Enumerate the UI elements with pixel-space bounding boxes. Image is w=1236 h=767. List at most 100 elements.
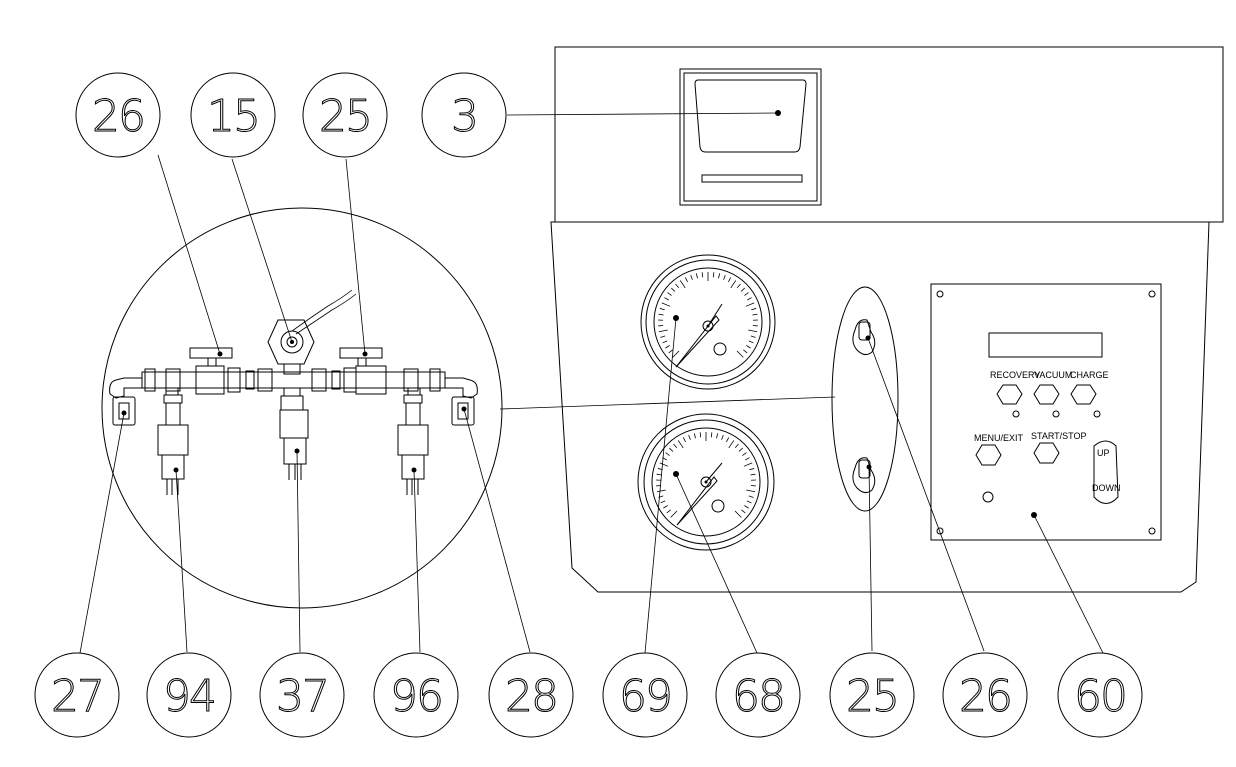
gauge-tick	[744, 292, 749, 296]
svg-text:3: 3	[451, 91, 477, 142]
up-down-rocker[interactable]	[1093, 440, 1119, 504]
gauge-tick	[743, 349, 748, 354]
svg-text:27: 27	[51, 671, 103, 722]
down-label: DOWN	[1092, 483, 1121, 493]
status-led	[982, 491, 994, 503]
gauge-tick	[665, 452, 670, 456]
display-screen	[679, 68, 822, 206]
vacuum-led	[1052, 410, 1060, 418]
gauge-tick	[659, 462, 669, 467]
gauge-tick	[669, 447, 674, 452]
gauge-tick	[736, 283, 741, 289]
lower-pressure-gauge	[637, 413, 775, 551]
charge-label: CHARGE	[1070, 370, 1109, 380]
gauge-tick	[749, 468, 755, 471]
control-panel: RECOVERY VACUUM CHARGE MENU/EXIT START/S…	[930, 283, 1162, 541]
gauge-tick	[660, 335, 666, 338]
start-stop-label: START/STOP	[1031, 431, 1087, 441]
gauge-tick	[743, 462, 753, 467]
charge-led	[1093, 410, 1101, 418]
callout-27: 27	[34, 652, 120, 738]
gauge-tick	[673, 443, 678, 449]
svg-text:25: 25	[319, 91, 371, 142]
gauge-tick	[746, 489, 756, 493]
gauge-tick	[740, 287, 745, 292]
gauge-tick	[670, 510, 678, 518]
callout-26-top: 26	[75, 72, 161, 158]
upper-valve-knob	[852, 319, 876, 356]
gauge-tick	[746, 345, 751, 349]
callout-96: 96	[373, 652, 459, 738]
gauge-tick	[734, 510, 742, 518]
gauge-tick	[746, 500, 752, 504]
gauge-tick	[679, 280, 686, 289]
gauge-tick	[736, 350, 744, 358]
gauge-tick	[723, 274, 726, 280]
gauge-tick	[728, 277, 732, 283]
gauge-tick	[716, 433, 719, 439]
svg-text:60: 60	[1074, 671, 1126, 722]
recovery-led	[1012, 410, 1020, 418]
manifold-detail	[101, 207, 503, 609]
callout-28: 28	[488, 652, 574, 738]
callout-68: 68	[715, 652, 801, 738]
gauge-tick	[660, 500, 666, 504]
callout-25-bottom: 25	[829, 652, 915, 738]
svg-text:94: 94	[163, 671, 215, 722]
gauge-tick	[748, 495, 754, 498]
gauge-tick	[656, 489, 666, 493]
gauge-tick	[751, 308, 757, 311]
gauge-tick	[742, 452, 747, 456]
gauge-tick	[665, 345, 670, 349]
gauge-tick	[748, 340, 754, 344]
gauge-tick	[744, 505, 749, 509]
charge-button[interactable]	[1070, 384, 1097, 405]
gauge-tick	[726, 437, 730, 443]
menu-exit-button[interactable]	[975, 444, 1002, 466]
valve-panel	[831, 286, 899, 512]
lower-valve-knob	[852, 457, 876, 494]
gauge-tick	[721, 434, 724, 440]
callout-69: 69	[602, 652, 688, 738]
gauge-tick	[695, 273, 698, 279]
gauge-tick	[712, 272, 715, 278]
svg-text:96: 96	[390, 671, 442, 722]
svg-text:37: 37	[276, 671, 328, 722]
gauge-tick	[699, 432, 702, 438]
recovery-button[interactable]	[996, 384, 1023, 405]
gauge-tick	[664, 297, 669, 301]
svg-text:26: 26	[959, 671, 1011, 722]
gauge-tick	[745, 457, 750, 461]
gauge-tick	[688, 434, 691, 440]
gauge-tick	[684, 277, 688, 283]
gauge-tick	[734, 443, 739, 449]
gauge-tick	[667, 292, 672, 296]
gauge-tick	[728, 440, 735, 449]
start-stop-button[interactable]	[1033, 442, 1060, 464]
gauge-tick	[738, 447, 743, 452]
callout-15: 15	[190, 72, 276, 158]
callouts: 26 15 25 3 27 94 37 96	[34, 72, 1143, 738]
gauge-tick	[693, 433, 696, 439]
gauge-tick	[671, 287, 676, 292]
gauge-tick	[661, 302, 671, 307]
gauge-tick	[750, 335, 756, 338]
gauge-tick	[682, 437, 686, 443]
gauge-tick	[675, 283, 680, 289]
gauge-tick	[656, 473, 662, 476]
gauge-tick	[659, 308, 665, 311]
callout-25-top: 25	[302, 72, 388, 158]
gauge-tick	[662, 340, 668, 344]
gauge-tick	[666, 509, 671, 514]
up-label: UP	[1097, 448, 1110, 458]
recovery-label: RECOVERY	[990, 370, 1040, 380]
gauge-tick	[668, 349, 673, 354]
gauge-tick	[701, 272, 704, 278]
gauge-tick	[745, 302, 755, 307]
vacuum-button[interactable]	[1033, 384, 1060, 405]
gauge-tick	[718, 273, 721, 279]
gauge-tick	[730, 280, 737, 289]
leader-lines	[79, 112, 1104, 654]
callout-94: 94	[146, 652, 232, 738]
gauge-tick	[748, 329, 758, 333]
